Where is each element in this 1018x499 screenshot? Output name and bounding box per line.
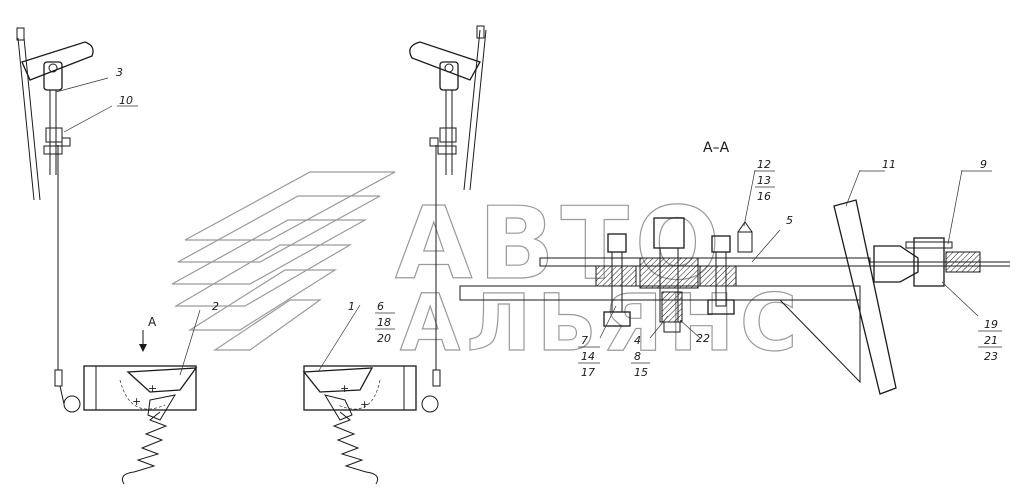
svg-text:+: + (340, 382, 349, 395)
callout-4: 4 (634, 334, 641, 347)
svg-text:+: + (148, 382, 157, 395)
watermark-stripes-icon (171, 171, 396, 351)
svg-text:+: + (360, 398, 369, 411)
callout-15: 15 (634, 366, 648, 379)
callout-3: 3 (116, 66, 123, 79)
callout-6: 6 (377, 300, 384, 313)
callout-17: 17 (581, 366, 595, 379)
callout-16: 16 (757, 190, 771, 203)
callout-18: 18 (377, 316, 391, 329)
section-a-a: А–А (459, 140, 1010, 395)
callout-11: 11 (882, 158, 896, 171)
watermark-line2: АЛЬЯНС (400, 279, 803, 369)
callout-20: 20 (377, 332, 391, 345)
svg-text:+: + (132, 395, 141, 408)
callout-13: 13 (757, 174, 771, 187)
callout-8: 8 (634, 350, 641, 363)
callout-12: 12 (757, 158, 771, 171)
callout-19: 19 (984, 318, 998, 331)
view-arrow-a: А (139, 315, 157, 352)
callout-23: 23 (984, 350, 998, 363)
callout-22: 22 (696, 332, 710, 345)
callout-5: 5 (786, 214, 793, 227)
callout-7: 7 (581, 334, 588, 347)
callout-14: 14 (581, 350, 595, 363)
callout-labels: 3 10 2 6 18 20 1 12 13 16 5 11 9 7 14 17… (116, 66, 1002, 379)
callout-10: 10 (119, 94, 133, 107)
right-pedal-assembly: + + (302, 25, 487, 485)
callout-2: 2 (212, 300, 219, 313)
section-title: А–А (703, 140, 730, 156)
left-pedal-assembly: + + (16, 27, 198, 485)
leader-lines (55, 77, 979, 376)
callout-21: 21 (984, 334, 998, 347)
svg-text:А: А (148, 315, 157, 329)
callout-9: 9 (980, 158, 987, 171)
callout-1: 1 (348, 300, 355, 313)
